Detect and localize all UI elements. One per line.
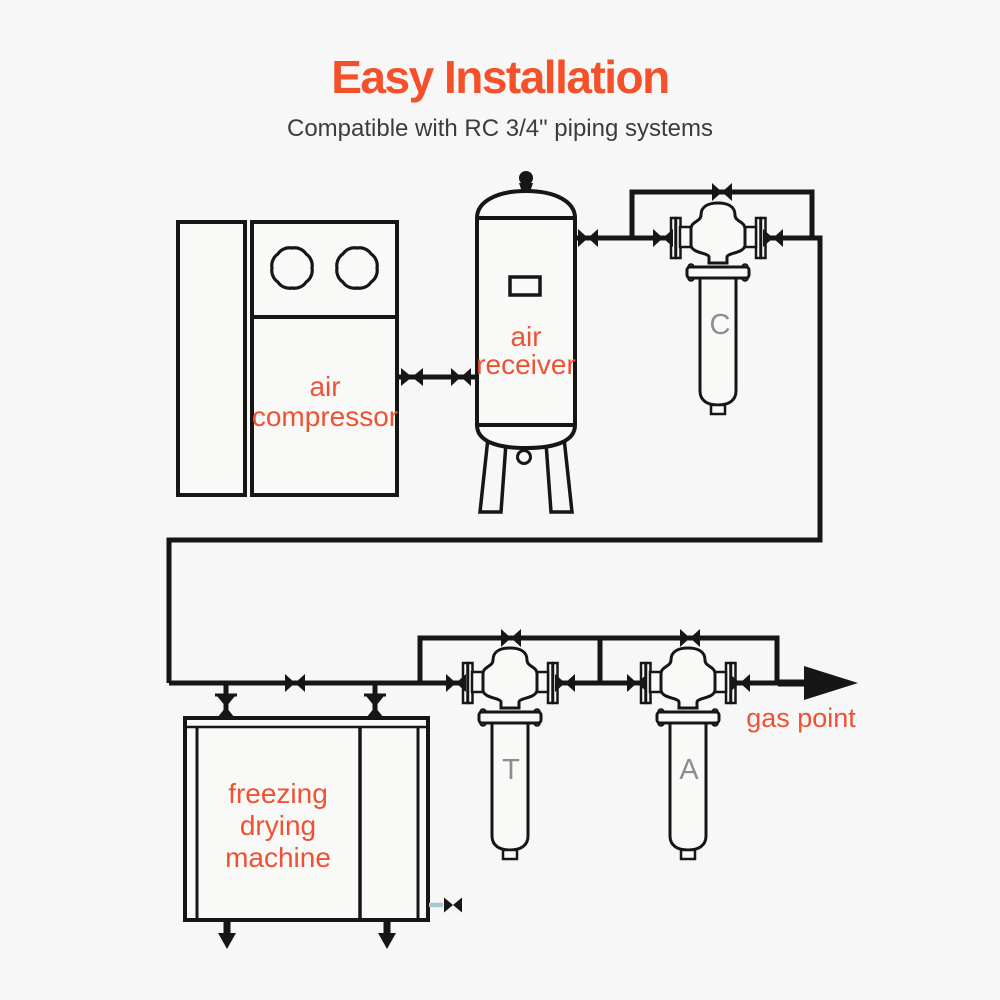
freezing-drying-machine: freezing drying machine [183,716,443,949]
dryer-cabinet [183,716,430,922]
filter-t-port-left [470,670,485,694]
filter-c-letter: C [710,309,731,341]
air-compressor-label-line1: air [309,371,340,402]
filter-t-head [481,646,539,710]
filter-a: A [639,646,737,861]
valve-icon-dryer-drain [444,897,462,913]
filter-t-letter: T [502,754,520,786]
filter-c-head [689,201,747,265]
valve-icon-filter-a-bypass [680,629,700,647]
air-receiver-label-line1: air [510,321,541,352]
valve-icon-filter-t-bypass [501,629,521,647]
receiver-drain-port [516,449,532,465]
gauge-dial-icon [335,246,379,290]
valve-icon-receiver-outlet [578,229,598,247]
filter-a-letter: A [679,754,699,786]
gas-point-arrow: gas point [746,666,858,733]
valve-icon-filter-c-outlet [763,229,783,247]
page-title: Easy Installation [331,51,670,103]
receiver-nameplate [508,275,542,297]
dryer-label-line3: machine [225,842,331,873]
dryer-label-line2: drying [240,810,316,841]
filter-a-body [668,721,708,852]
down-arrow-icon [218,933,236,949]
filter-t-drain-nub [501,848,519,861]
valves [215,183,783,913]
filter-a-clamp [655,710,721,725]
header: Easy Installation Compatible with RC 3/4… [0,0,1000,143]
receiver-tank-body [475,188,577,451]
receiver-top-knob-icon [519,171,533,185]
filter-a-port-left [648,670,663,694]
valve-icon-filter-a-outlet [730,674,750,692]
filter-t-body [490,721,530,852]
air-compressor-label-line2: compressor [252,401,398,432]
filter-c-port-right [743,225,758,249]
filter-a-drain-nub [679,848,697,861]
valve-icon-dryer-outlet [364,693,386,718]
valve-icon-compressor-outlet [401,368,423,386]
valve-icon-main-line [285,674,305,692]
filter-a-head [659,646,717,710]
filter-c-drain-nub [709,403,727,416]
valve-icon-dryer-inlet [215,693,237,718]
valve-icon-filter-t-inlet [446,674,466,692]
valve-icon-receiver-inlet [451,368,471,386]
filter-c-port-left [678,225,693,249]
down-arrow-icon [378,933,396,949]
filter-t-clamp [477,710,543,725]
gas-point-label: gas point [746,703,856,733]
receiver-knob-base [519,183,533,192]
dryer-label-line1: freezing [228,778,328,809]
compressor-cabinet-left [176,220,247,497]
air-receiver-label-line2: receiver [476,349,576,380]
page-subtitle: Compatible with RC 3/4" piping systems [286,114,714,142]
air-compressor: air compressor [176,220,399,497]
valve-icon-filter-t-outlet [555,674,575,692]
outlet-arrow-icon [804,666,858,700]
receiver-leg-left [478,435,508,514]
valve-icon-filter-a-inlet [627,674,647,692]
valve-icon-filter-c-bypass [712,183,732,201]
gauge-dial-icon [270,246,314,290]
filter-c-body [698,276,738,407]
air-receiver: air receiver [475,171,577,514]
compressor-cabinet-main [250,220,399,497]
valve-icon-filter-c-inlet [653,229,673,247]
receiver-leg-right [544,435,574,514]
filter-a-port-right [713,670,728,694]
filter-t: T [461,646,559,861]
filter-t-port-right [535,670,550,694]
filter-c-clamp [685,265,751,280]
filter-c: C [669,201,767,416]
